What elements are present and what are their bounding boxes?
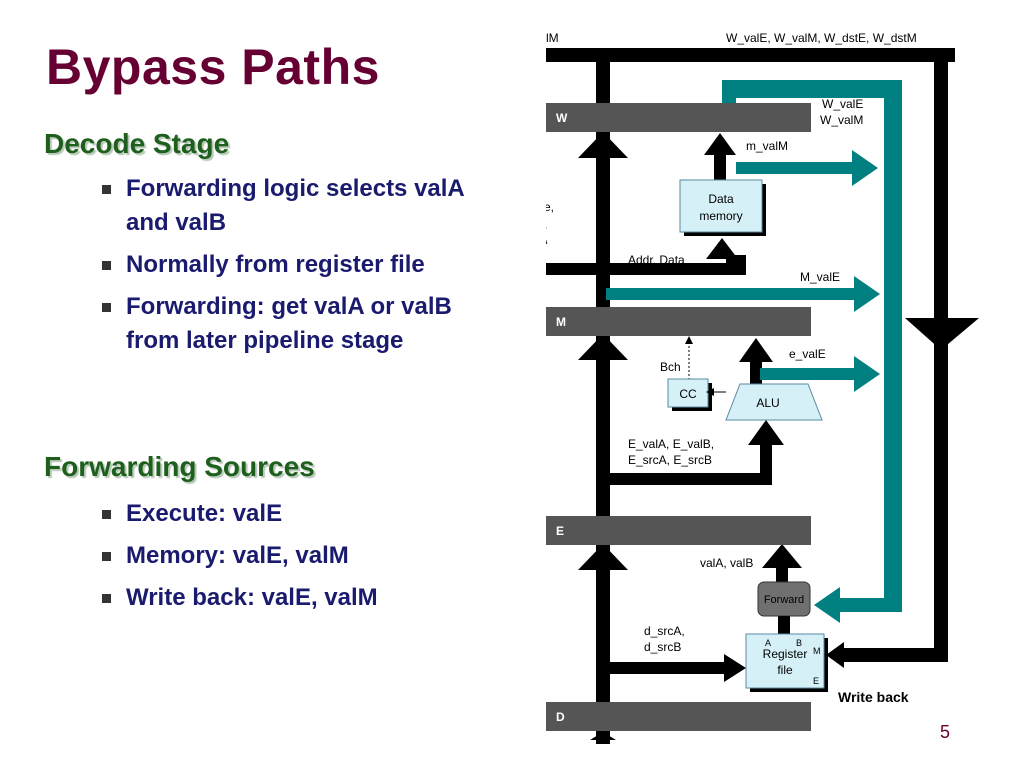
clipped-label-2: ,	[544, 217, 547, 231]
addr-data-horizontal	[546, 263, 738, 275]
alu-shape	[725, 383, 823, 421]
bch-arrow-up-icon	[685, 336, 693, 344]
decode-bullet-list: Forwarding logic selects valA and valB N…	[102, 172, 482, 366]
alu-output-line	[750, 360, 762, 388]
teal-main-vertical	[884, 80, 902, 612]
d-src-label-2: d_srcB	[644, 640, 681, 654]
arrow-up-alu-in	[748, 420, 784, 445]
clipped-label-3: \	[544, 233, 548, 247]
bullet-square-icon	[102, 594, 111, 603]
teal-w-vertical	[722, 80, 736, 110]
d-src-label-1: d_srcA,	[644, 624, 685, 638]
alu-label: ALU	[756, 396, 779, 410]
pipeline-register-m-label: M	[556, 315, 566, 329]
e-inputs-vertical	[760, 440, 772, 485]
arrow-up-alu-out	[739, 338, 773, 362]
top-left-label: lM	[546, 31, 559, 45]
pipeline-register-w	[546, 103, 811, 132]
bullet-square-icon	[102, 303, 111, 312]
register-file-port-a: A	[765, 638, 771, 648]
bullet-item: Execute: valE	[102, 497, 482, 531]
writeback-arrow-left	[826, 642, 844, 668]
arrow-right-m-vale	[854, 276, 880, 312]
arrow-up-vala-valb	[762, 544, 802, 568]
writeback-bus-right	[934, 48, 948, 660]
bch-label: Bch	[660, 360, 681, 374]
top-right-label: W_valE, W_valM, W_dstE, W_dstM	[726, 31, 917, 45]
alu-to-cc-arrow-icon	[706, 388, 714, 396]
bullet-item: Normally from register file	[102, 248, 482, 282]
clipped-label-1: e,	[544, 200, 554, 214]
register-file-label-2: file	[777, 663, 793, 677]
writeback-bus-bottom	[844, 648, 948, 662]
addr-data-riser	[734, 255, 746, 275]
arrow-up-d	[590, 732, 616, 740]
w-forward-label-2: W_valM	[820, 113, 863, 127]
teal-e-vale	[760, 368, 856, 380]
data-memory-box	[679, 179, 763, 233]
cc-label: CC	[679, 387, 697, 401]
bullet-square-icon	[102, 552, 111, 561]
bullet-square-icon	[102, 185, 111, 194]
teal-w-horizontal	[722, 80, 902, 98]
arrow-right-d-src	[724, 654, 746, 682]
section-heading-forwarding: Forwarding Sources	[44, 451, 315, 482]
arrow-up-m	[578, 334, 628, 360]
e-vale-label: e_valE	[789, 347, 826, 361]
bullet-item: Memory: valE, valM	[102, 539, 482, 573]
bullet-item: Write back: valE, valM	[102, 581, 482, 615]
pipeline-register-w-label: W	[556, 111, 568, 125]
forwarding-bullet-list: Execute: valE Memory: valE, valM Write b…	[102, 497, 482, 623]
arrow-right-e-vale	[854, 356, 880, 392]
pipeline-register-d-label: D	[556, 710, 565, 724]
register-file-box	[745, 633, 825, 689]
pipeline-register-e-label: E	[556, 524, 564, 538]
main-vertical-bus	[596, 54, 610, 744]
e-inputs-label-2: E_srcA, E_srcB	[628, 453, 712, 467]
slide-title: Bypass Paths	[46, 39, 380, 95]
arrow-left-forward	[814, 587, 840, 623]
m-valm-line	[714, 148, 726, 183]
register-file-label-1: Register	[763, 647, 808, 661]
addr-data-label: Addr, Data	[628, 253, 685, 267]
data-memory-label-2: memory	[699, 209, 742, 223]
arrow-right-m-valm	[852, 150, 878, 186]
pipeline-register-e	[546, 516, 811, 545]
register-file-port-m: M	[813, 646, 821, 656]
arrow-up-w	[578, 132, 628, 158]
vala-valb-line	[776, 565, 788, 585]
writeback-arrow-down	[905, 318, 979, 350]
bullet-item: Forwarding: get valA or valB from later …	[102, 290, 482, 358]
e-inputs-horizontal	[606, 473, 772, 485]
bullet-item: Forwarding logic selects valA and valB	[102, 172, 482, 240]
vala-valb-label: valA, valB	[700, 556, 753, 570]
pipeline-register-d	[546, 702, 811, 731]
d-src-horizontal	[606, 662, 726, 674]
write-back-label: Write back	[838, 689, 909, 705]
m-valm-label: m_valM	[746, 139, 788, 153]
forward-unit-label: Forward	[764, 594, 804, 606]
page-number: 5	[940, 722, 951, 742]
teal-forward-horizontal	[832, 598, 902, 612]
section-heading-decode: Decode Stage	[44, 128, 230, 159]
teal-m-valm	[736, 162, 854, 174]
cc-box	[667, 378, 709, 408]
arrow-up-m-valm	[704, 133, 736, 155]
forward-to-regfile	[778, 616, 790, 634]
bullet-square-icon	[102, 261, 111, 270]
pipeline-register-m	[546, 307, 811, 336]
arrow-up-e	[578, 544, 628, 570]
arrow-up-addr	[706, 238, 738, 259]
teal-m-vale	[606, 288, 856, 300]
data-memory-label-1: Data	[708, 192, 734, 206]
m-vale-label: M_valE	[800, 270, 840, 284]
w-forward-label-1: W_valE	[822, 97, 863, 111]
top-bus	[546, 48, 955, 62]
register-file-port-e: E	[813, 676, 819, 686]
register-file-port-b: B	[796, 638, 802, 648]
bullet-square-icon	[102, 510, 111, 519]
e-inputs-label-1: E_valA, E_valB,	[628, 437, 714, 451]
